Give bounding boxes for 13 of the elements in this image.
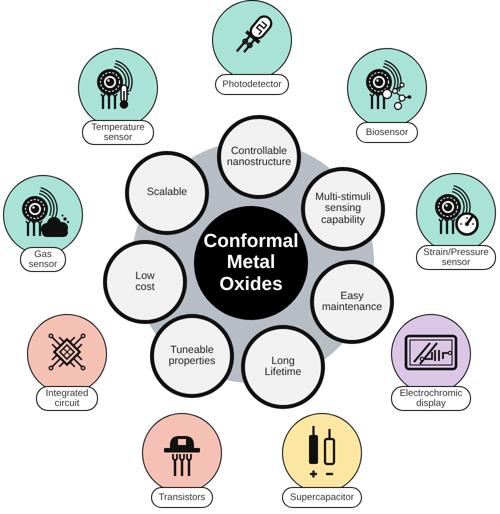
application-label: Strain/Pressure sensor	[416, 245, 496, 270]
application-label: Electrochromic display	[391, 386, 471, 412]
application-label: Gas sensor	[20, 247, 66, 272]
feature-circle: Scalable	[125, 151, 209, 235]
application-label: Biosensor	[356, 122, 418, 143]
feature-circle: Low cost	[103, 240, 187, 324]
application-label: Photodetector	[215, 74, 289, 95]
application-label: Temperature sensor	[82, 120, 154, 146]
feature-circle: Controllable nanostructure	[217, 115, 301, 199]
application-label: Supercapacitor	[282, 487, 362, 508]
application-label: Integrated circuit	[36, 386, 98, 412]
feature-circle: Tuneable properties	[150, 314, 234, 398]
application-label: Transistors	[151, 487, 213, 508]
